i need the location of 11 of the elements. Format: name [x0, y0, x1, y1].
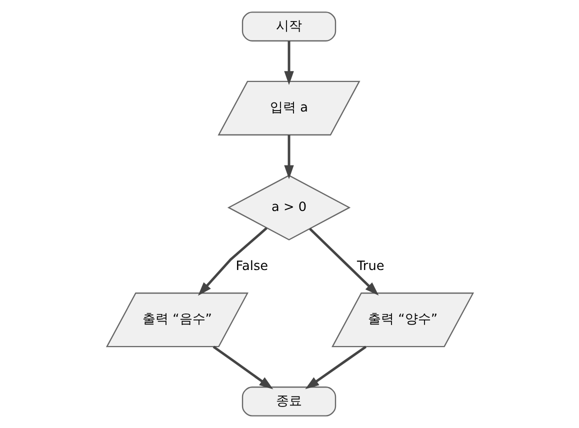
node-box: 종료: [241, 386, 336, 416]
edge-label: False: [235, 258, 268, 274]
edge-label: True: [356, 258, 384, 274]
arrow: [284, 135, 294, 180]
arrow: [304, 346, 366, 390]
node-diamond: a > 0: [226, 174, 350, 240]
arrow: [197, 227, 267, 296]
arrow: [212, 346, 273, 390]
node-box: 시작: [241, 12, 336, 42]
arrow: [284, 41, 294, 86]
arrow: [308, 228, 378, 296]
